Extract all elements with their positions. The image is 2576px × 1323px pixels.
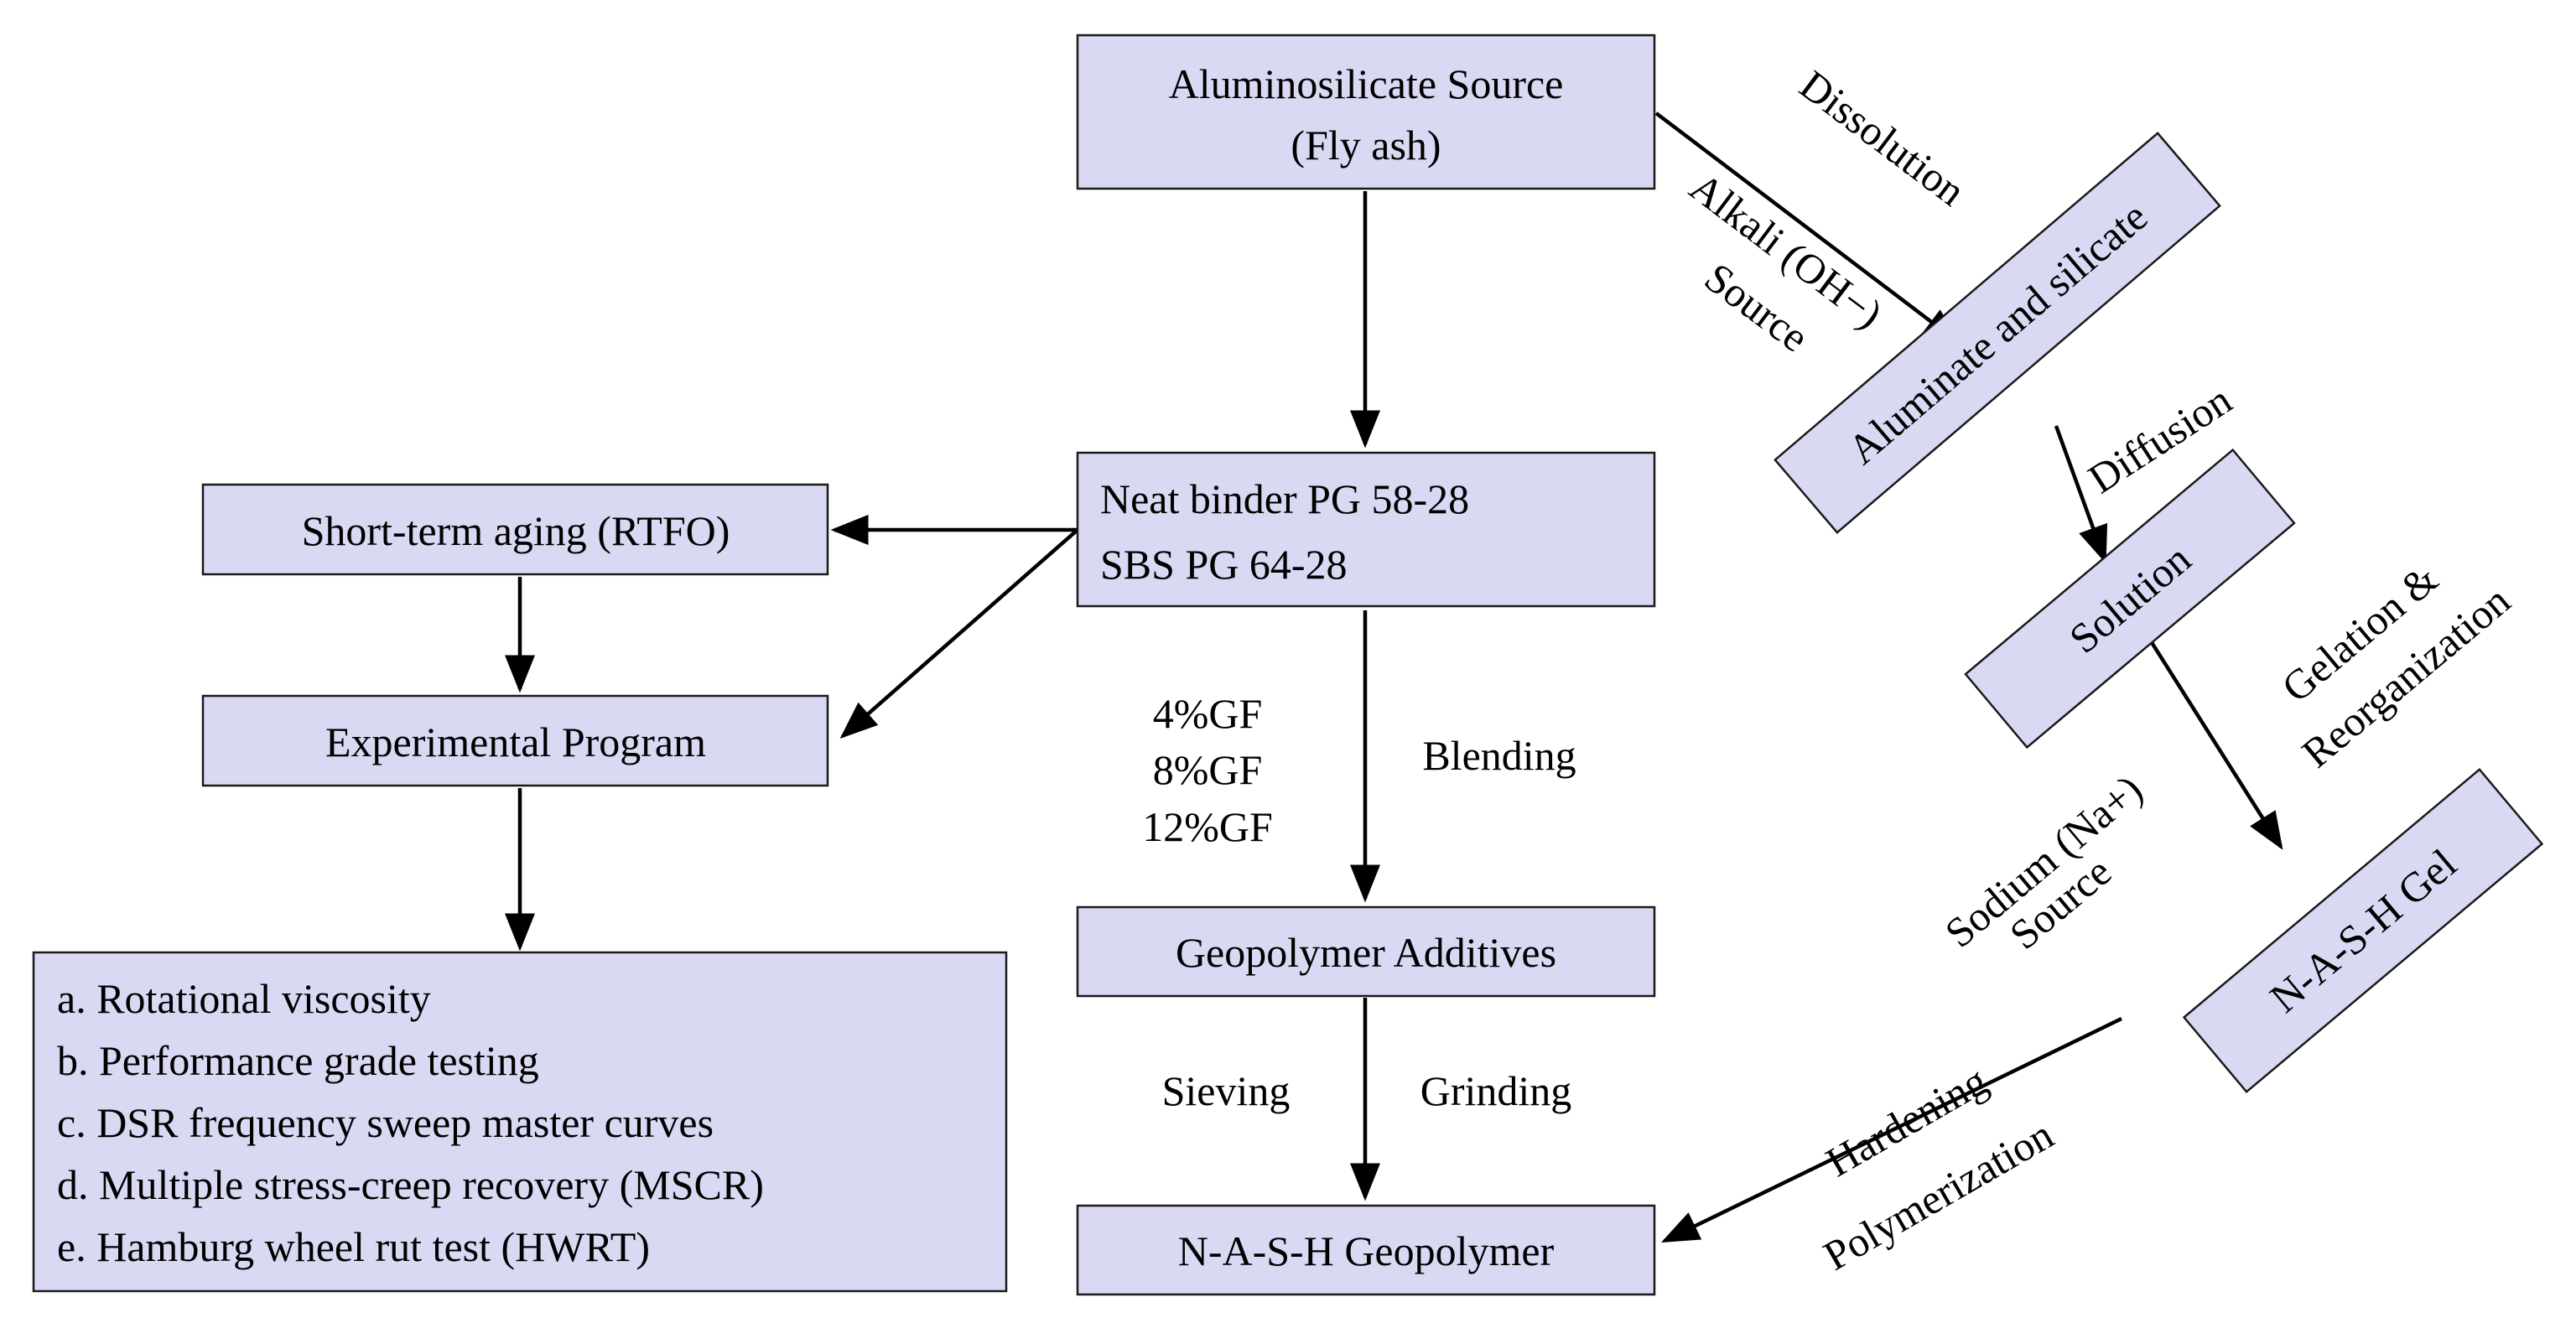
edge-binder-to-experimental: [839, 528, 1079, 739]
test-item-b: b. Performance grade testing: [57, 1037, 539, 1084]
fly-ash-line2: (Fly ash): [1291, 122, 1441, 169]
label-blending: Blending: [1422, 732, 1576, 779]
node-experimental-program: Experimental Program: [201, 694, 829, 787]
test-item-c: c. DSR frequency sweep master curves: [57, 1099, 714, 1146]
label-gf-8: 8%GF: [1153, 746, 1263, 793]
test-item-d: d. Multiple stress-creep recovery (MSCR): [57, 1161, 764, 1208]
aluminate-label: Aluminate and silicate: [1839, 193, 2156, 474]
nash-geopolymer-label: N-A-S-H Geopolymer: [1178, 1227, 1555, 1274]
edge-aluminate-to-solution: [2054, 425, 2108, 564]
binder-line1: Neat binder PG 58-28: [1100, 475, 1469, 522]
binder-line2: SBS PG 64-28: [1100, 541, 1348, 588]
node-aluminate-silicate: Aluminate and silicate: [1774, 132, 2221, 534]
label-gf-12: 12%GF: [1142, 803, 1273, 850]
test-item-a: a. Rotational viscosity: [57, 975, 431, 1022]
node-nash-gel: N-A-S-H Gel: [2182, 767, 2544, 1094]
fly-ash-line1: Aluminosilicate Source: [1169, 60, 1564, 107]
label-sieving: Sieving: [1162, 1067, 1291, 1114]
node-geopolymer-additives: Geopolymer Additives: [1076, 905, 1656, 998]
label-grinding: Grinding: [1420, 1067, 1572, 1114]
rtfo-label: Short-term aging (RTFO): [302, 507, 730, 554]
experimental-label: Experimental Program: [325, 719, 706, 765]
additives-label: Geopolymer Additives: [1176, 929, 1556, 976]
node-rtfo: Short-term aging (RTFO): [201, 483, 829, 576]
label-gf-4: 4%GF: [1153, 690, 1263, 737]
edge-flyash-to-aluminate: [1654, 112, 1961, 345]
label-dissolution: Dissolution: [1791, 61, 1974, 215]
node-tests: a. Rotational viscosity b. Performance g…: [32, 951, 1008, 1293]
edge-solution-to-gel: [2147, 636, 2283, 850]
node-nash-geopolymer: N-A-S-H Geopolymer: [1076, 1204, 1656, 1296]
test-item-e: e. Hamburg wheel rut test (HWRT): [57, 1223, 650, 1270]
node-solution: Solution: [1964, 448, 2296, 750]
node-fly-ash: Aluminosilicate Source (Fly ash): [1076, 34, 1656, 190]
edge-gel-to-geopolymer: [1660, 1016, 2122, 1243]
node-binder: Neat binder PG 58-28 SBS PG 64-28: [1076, 451, 1656, 608]
